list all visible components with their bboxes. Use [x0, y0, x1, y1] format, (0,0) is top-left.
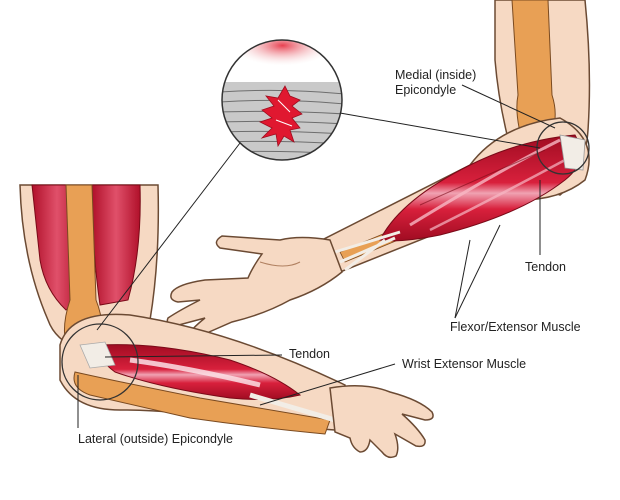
leader-medial	[461, 84, 556, 129]
top-wrist-tendons	[334, 230, 401, 272]
leader-tendon-bottom	[104, 354, 283, 358]
bottom-hand	[329, 385, 434, 459]
leader-flexor-1	[454, 239, 471, 319]
flexor-extensor-muscle-label: Flexor/Extensor Muscle	[450, 320, 581, 334]
leader-wrist-extensor	[259, 363, 396, 406]
leader-lines	[77, 84, 556, 428]
bottom-forearm-bone	[73, 371, 331, 435]
medial-epicondyle-label: Medial (inside) Epicondyle	[395, 68, 477, 97]
lateral-tendon-shape	[79, 341, 116, 369]
bottom-arm	[19, 184, 434, 459]
bottom-wrist-tendon	[249, 392, 336, 423]
top-hand	[166, 235, 343, 339]
top-elbow-tendon	[559, 134, 586, 171]
medial-epicondyle-circle	[536, 121, 590, 175]
lateral-epicondyle-label: Lateral (outside) Epicondyle	[78, 432, 233, 446]
wrist-extensor-muscle-label: Wrist Extensor Muscle	[402, 357, 527, 371]
tendon-top-label: Tendon	[525, 260, 567, 274]
tendon-tear	[258, 85, 303, 148]
leader-flexor-2	[454, 224, 501, 319]
tendon-bottom-label: Tendon	[289, 347, 331, 361]
top-arm	[166, 0, 591, 339]
lateral-epicondyle-circle	[61, 323, 139, 401]
